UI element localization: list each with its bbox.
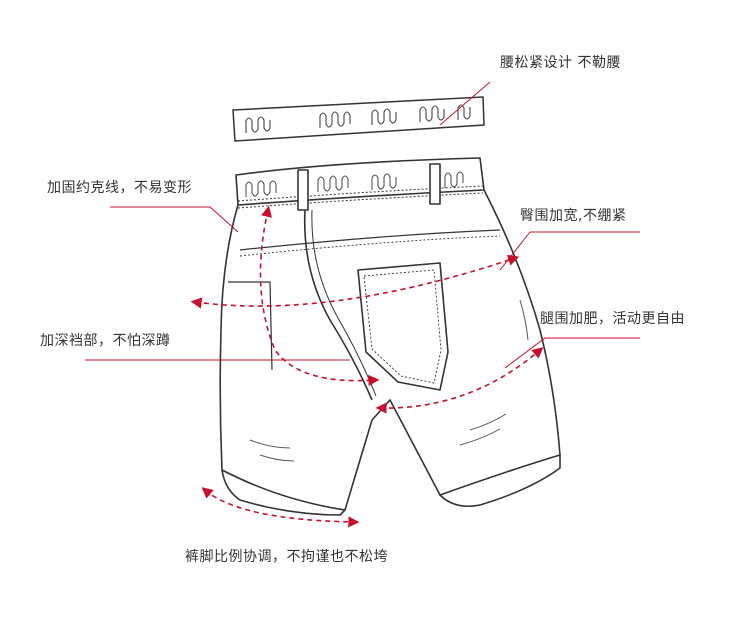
detached-waistband <box>232 96 485 142</box>
waistband-label: 腰松紧设计 不勒腰 <box>500 55 621 71</box>
stitching-label: 加固约克线，不易变形 <box>47 180 192 196</box>
annotation-arrows <box>190 205 544 528</box>
leader-lines <box>85 81 640 369</box>
thigh-label: 腿围加肥，活动更自由 <box>540 311 685 327</box>
shorts-outline <box>219 157 561 516</box>
hip-label: 臀围加宽,不绷紧 <box>520 208 627 224</box>
crotch-label: 加深裆部，不怕深蹲 <box>40 333 171 349</box>
hem-label: 裤脚比例协调，不拘谨也不松垮 <box>185 549 388 565</box>
